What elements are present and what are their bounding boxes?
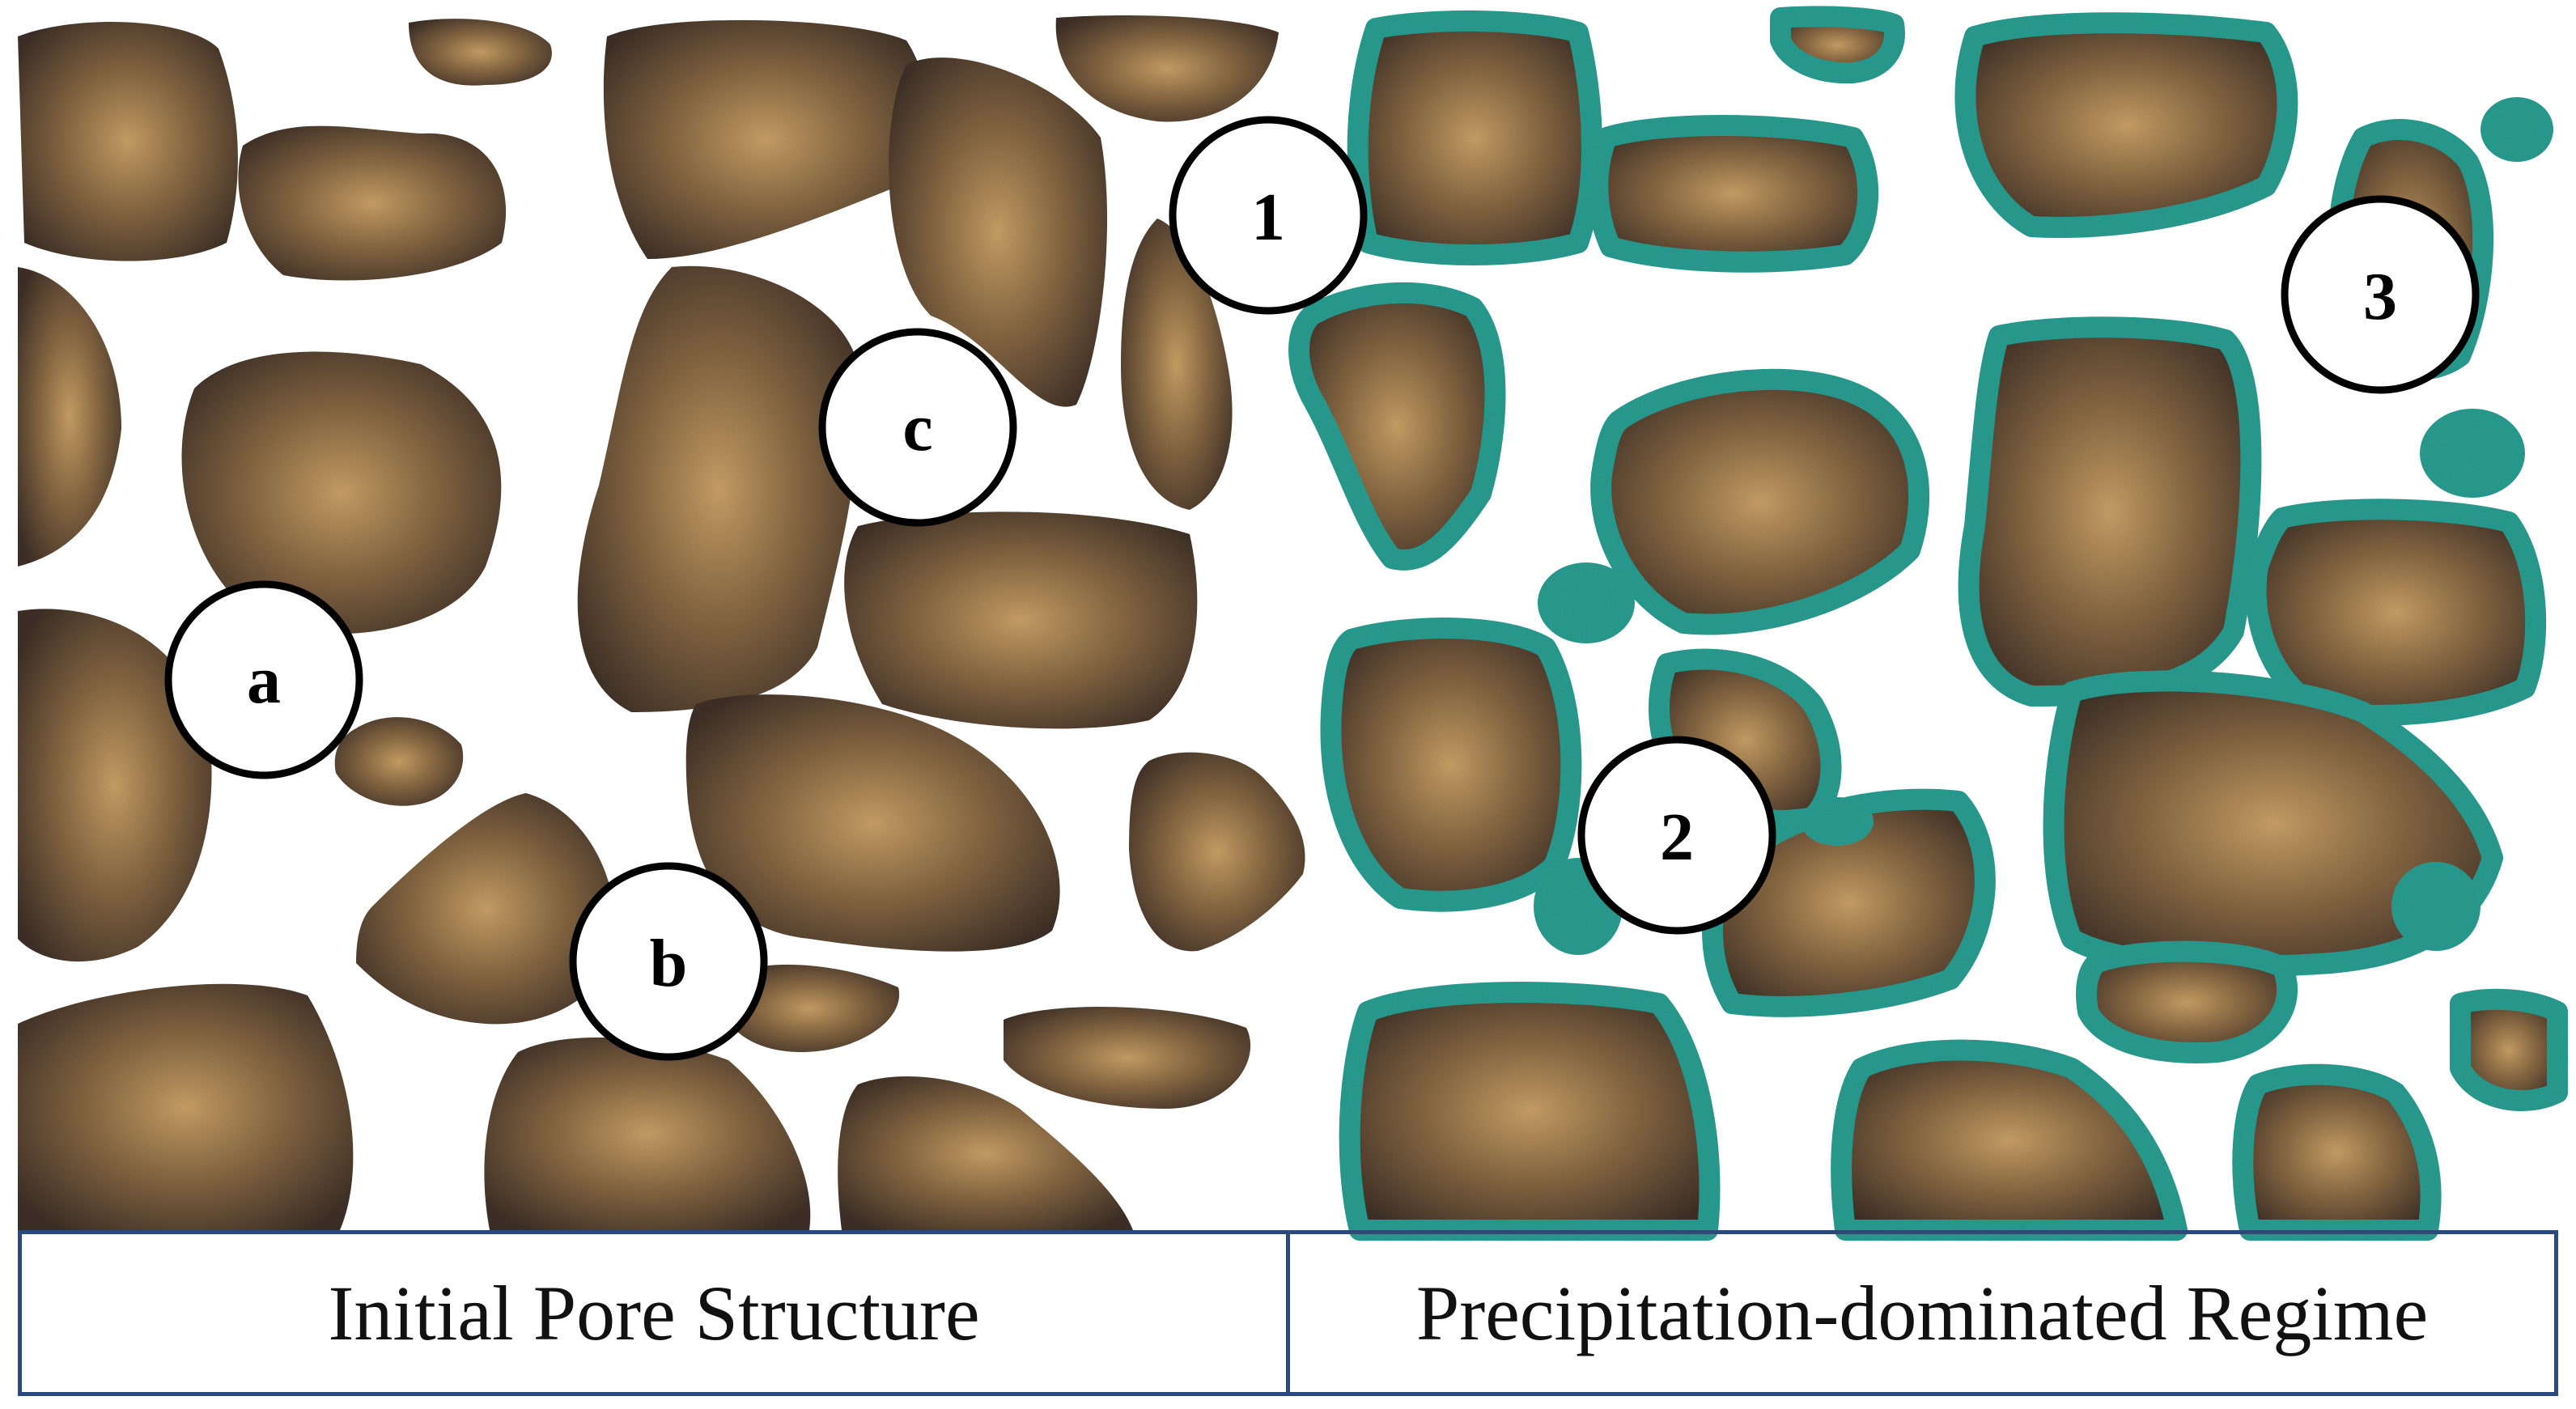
grain bbox=[18, 21, 238, 261]
grain bbox=[18, 267, 121, 567]
grain bbox=[1004, 1006, 1251, 1109]
coated-grain bbox=[2232, 1063, 2442, 1241]
coated-grain bbox=[1288, 282, 1506, 571]
caption-precipitation-regime: Precipitation-dominated Regime bbox=[1286, 1234, 2554, 1392]
marker-c-label: c bbox=[902, 390, 932, 465]
marker-3: 3 bbox=[2281, 195, 2480, 394]
grain bbox=[577, 265, 859, 713]
marker-c: c bbox=[818, 328, 1017, 527]
coated-grains bbox=[1288, 6, 2568, 1241]
grain bbox=[18, 609, 212, 962]
marker-2: 2 bbox=[1577, 736, 1776, 935]
coated-grain bbox=[1831, 1039, 2188, 1241]
grain bbox=[334, 717, 464, 806]
grain bbox=[838, 1076, 1133, 1230]
caption-initial-pore-structure: Initial Pore Structure bbox=[328, 1270, 980, 1356]
grain bbox=[844, 511, 1198, 729]
grain bbox=[356, 793, 617, 1025]
marker-1-label: 1 bbox=[1251, 180, 1285, 255]
grain bbox=[1129, 752, 1305, 952]
grain bbox=[889, 57, 1108, 407]
coated-grain bbox=[2245, 499, 2547, 726]
grain bbox=[603, 19, 927, 260]
grain bbox=[238, 125, 507, 281]
grain bbox=[18, 983, 354, 1230]
marker-a: a bbox=[164, 580, 363, 779]
marker-b: b bbox=[569, 862, 768, 1061]
grain bbox=[685, 694, 1060, 952]
coated-grain bbox=[1958, 316, 2262, 707]
coated-grain bbox=[2450, 988, 2568, 1111]
marker-a-label: a bbox=[247, 643, 281, 718]
coated-grain bbox=[1770, 6, 1905, 84]
precipitate-clusters bbox=[1534, 97, 2553, 955]
coated-grain bbox=[1347, 10, 1602, 265]
coated-grain bbox=[1590, 368, 1930, 635]
precipitate bbox=[2420, 409, 2525, 498]
precipitate bbox=[2481, 97, 2553, 162]
grain bbox=[409, 19, 552, 86]
marker-2-label: 2 bbox=[1660, 800, 1694, 875]
grain bbox=[1121, 219, 1233, 510]
coated-grain bbox=[1320, 617, 1582, 912]
grain bbox=[484, 1037, 811, 1230]
initial-grains bbox=[18, 15, 1305, 1230]
precipitate bbox=[1801, 797, 1874, 846]
coated-grain bbox=[1339, 982, 1721, 1241]
marker-3-label: 3 bbox=[2363, 259, 2397, 334]
grain bbox=[181, 351, 502, 634]
caption-bar: Initial Pore Structure Precipitation-dom… bbox=[18, 1230, 2558, 1396]
precipitate bbox=[2391, 862, 2481, 951]
coated-grain bbox=[2076, 940, 2298, 1063]
coated-grain bbox=[1587, 115, 1879, 273]
precipitate bbox=[1538, 562, 1635, 643]
coated-grain bbox=[1954, 12, 2298, 238]
marker-b-label: b bbox=[650, 926, 688, 1001]
marker-1: 1 bbox=[1169, 116, 1368, 315]
grain bbox=[1055, 15, 1279, 122]
